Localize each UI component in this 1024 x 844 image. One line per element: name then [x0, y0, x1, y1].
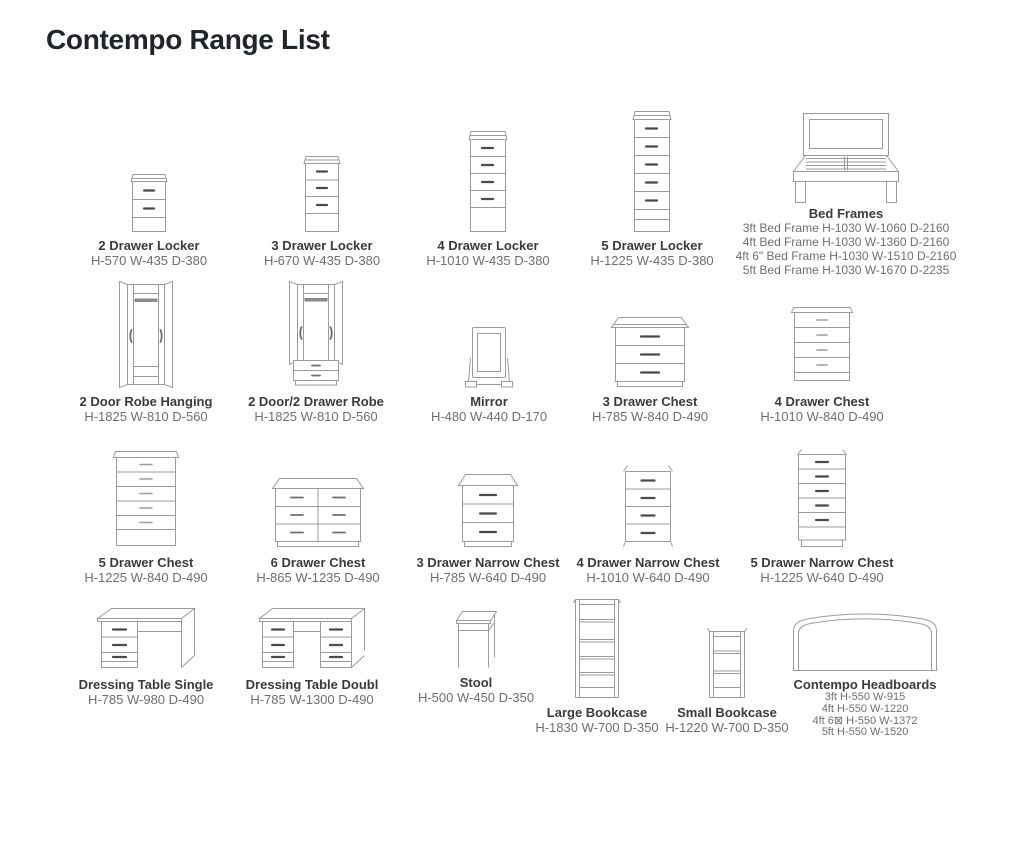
headboard-drawing: [765, 610, 965, 672]
item-contempo-headboards: Contempo Headboards 3ft H-550 W-915 4ft …: [765, 610, 965, 739]
5-drawer-chest-drawing: [61, 449, 231, 550]
bed-frame-size: 5ft Bed Frame H-1030 W-1670 D-2235: [742, 263, 950, 277]
item-name: 3 Drawer Narrow Chest: [416, 555, 560, 570]
item-name: Dressing Table Single: [78, 677, 214, 692]
item-dims: H-1010 W-840 D-490: [760, 409, 884, 424]
bed-frame-drawing: [731, 112, 961, 204]
item-dims: H-865 W-1235 D-490: [256, 570, 380, 585]
item-name: 4 Drawer Locker: [437, 238, 539, 253]
item-name: Mirror: [470, 394, 508, 409]
item-3-drawer-chest: 3 Drawer Chest H-785 W-840 D-490: [565, 314, 735, 424]
6-drawer-chest-drawing: [233, 474, 403, 550]
item-name: 5 Drawer Locker: [601, 238, 703, 253]
item-dims: H-1010 W-640 D-490: [586, 570, 710, 585]
stool-drawing: [391, 608, 561, 670]
item-dims: H-1220 W-700 D-350: [665, 720, 789, 735]
item-name: 2 Drawer Locker: [98, 238, 200, 253]
4-drawer-narrow-chest-drawing: [563, 463, 733, 550]
3-drawer-locker-drawing: [237, 150, 407, 233]
item-name: Bed Frames: [808, 206, 884, 221]
5-drawer-narrow-chest-drawing: [737, 448, 907, 550]
item-2-drawer-locker: 2 Drawer Locker H-570 W-435 D-380: [64, 170, 234, 268]
item-name: 2 Door Robe Hanging: [79, 394, 213, 409]
item-5-drawer-locker: 5 Drawer Locker H-1225 W-435 D-380: [567, 108, 737, 268]
item-large-bookcase: Large Bookcase H-1830 W-700 D-350: [522, 598, 672, 735]
item-dims: H-1825 W-810 D-560: [254, 409, 378, 424]
headboard-size: 4ft H-550 W-1220: [821, 702, 909, 715]
item-dressing-table-single: Dressing Table Single H-785 W-980 D-490: [61, 606, 231, 707]
bed-frame-size: 3ft Bed Frame H-1030 W-1060 D-2160: [742, 221, 950, 235]
4-drawer-locker-drawing: [403, 126, 573, 233]
item-name: 4 Drawer Narrow Chest: [576, 555, 720, 570]
item-mirror: Mirror H-480 W-440 D-170: [404, 326, 574, 424]
item-name: Stool: [459, 675, 493, 690]
item-name: 6 Drawer Chest: [270, 555, 366, 570]
item-dressing-table-double: Dressing Table Doubl H-785 W-1300 D-490: [227, 606, 397, 707]
item-dims: H-1225 W-435 D-380: [590, 253, 714, 268]
item-dims: H-1825 W-810 D-560: [84, 409, 208, 424]
item-dims: H-785 W-1300 D-490: [250, 692, 374, 707]
2-drawer-locker-drawing: [64, 170, 234, 233]
item-dims: H-1225 W-640 D-490: [760, 570, 884, 585]
headboard-size: 5ft H-550 W-1520: [821, 726, 909, 739]
item-name: Large Bookcase: [546, 705, 648, 720]
headboard-size: 4ft 6⊠ H-550 W-1372: [812, 714, 918, 727]
item-name: 5 Drawer Narrow Chest: [750, 555, 894, 570]
item-name: Small Bookcase: [677, 705, 777, 720]
item-bed-frames: Bed Frames 3ft Bed Frame H-1030 W-1060 D…: [731, 112, 961, 277]
headboard-size: 3ft H-550 W-915: [824, 691, 906, 703]
item-5-drawer-narrow-chest: 5 Drawer Narrow Chest H-1225 W-640 D-490: [737, 448, 907, 585]
item-4-drawer-narrow-chest: 4 Drawer Narrow Chest H-1010 W-640 D-490: [563, 463, 733, 585]
bed-frame-size: 4ft 6" Bed Frame H-1030 W-1510 D-2160: [735, 249, 957, 263]
item-name: 3 Drawer Locker: [271, 238, 373, 253]
item-4-drawer-chest: 4 Drawer Chest H-1010 W-840 D-490: [737, 303, 907, 424]
item-name: 5 Drawer Chest: [98, 555, 194, 570]
small-bookcase-drawing: [652, 627, 802, 700]
item-name: 2 Door/2 Drawer Robe: [248, 394, 384, 409]
item-5-drawer-chest: 5 Drawer Chest H-1225 W-840 D-490: [61, 449, 231, 585]
item-name: 4 Drawer Chest: [774, 394, 870, 409]
5-drawer-locker-drawing: [567, 108, 737, 233]
item-stool: Stool H-500 W-450 D-350: [391, 608, 561, 705]
bed-frame-size: 4ft Bed Frame H-1030 W-1360 D-2160: [742, 235, 950, 249]
2-door-2-drawer-robe-drawing: [231, 281, 401, 389]
item-name: Contempo Headboards: [793, 677, 937, 692]
item-2-door-2-drawer-robe: 2 Door/2 Drawer Robe H-1825 W-810 D-560: [231, 281, 401, 424]
item-dims: H-785 W-840 D-490: [591, 409, 709, 424]
item-dims: H-500 W-450 D-350: [417, 690, 535, 705]
item-3-drawer-narrow-chest: 3 Drawer Narrow Chest H-785 W-640 D-490: [403, 470, 573, 585]
item-2-door-robe-hanging: 2 Door Robe Hanging H-1825 W-810 D-560: [61, 281, 231, 424]
3-drawer-narrow-chest-drawing: [403, 470, 573, 550]
3-drawer-chest-drawing: [565, 314, 735, 389]
item-4-drawer-locker: 4 Drawer Locker H-1010 W-435 D-380: [403, 126, 573, 268]
2-door-robe-drawing: [61, 281, 231, 389]
large-bookcase-drawing: [522, 598, 672, 700]
item-dims: H-1225 W-840 D-490: [84, 570, 208, 585]
item-small-bookcase: Small Bookcase H-1220 W-700 D-350: [652, 627, 802, 735]
item-6-drawer-chest: 6 Drawer Chest H-865 W-1235 D-490: [233, 474, 403, 585]
item-dims: H-1830 W-700 D-350: [535, 720, 659, 735]
item-3-drawer-locker: 3 Drawer Locker H-670 W-435 D-380: [237, 150, 407, 268]
page-title: Contempo Range List: [46, 24, 330, 55]
mirror-drawing: [404, 326, 574, 389]
item-dims: H-785 W-980 D-490: [87, 692, 205, 707]
dressing-table-single-drawing: [61, 606, 231, 672]
dressing-table-double-drawing: [227, 606, 397, 672]
item-dims: H-785 W-640 D-490: [429, 570, 547, 585]
item-dims: H-1010 W-435 D-380: [426, 253, 550, 268]
item-name: Dressing Table Doubl: [245, 677, 379, 692]
4-drawer-chest-drawing: [737, 303, 907, 389]
item-dims: H-480 W-440 D-170: [430, 409, 548, 424]
item-name: 3 Drawer Chest: [602, 394, 698, 409]
item-dims: H-670 W-435 D-380: [263, 253, 381, 268]
item-dims: H-570 W-435 D-380: [90, 253, 208, 268]
